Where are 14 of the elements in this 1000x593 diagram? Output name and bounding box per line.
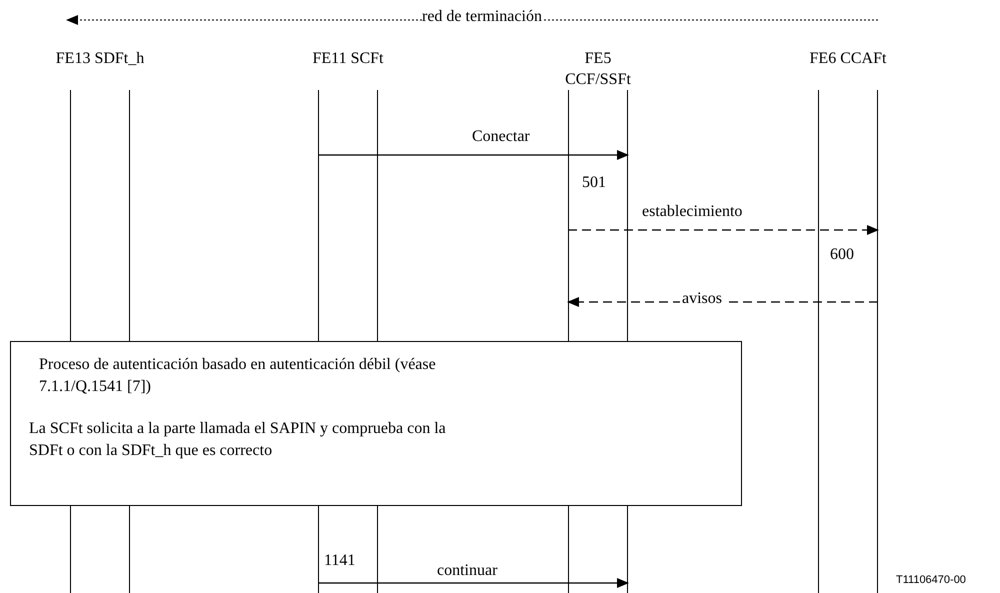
lifeline-header: FE11 SCFt — [312, 49, 384, 69]
step-number: 501 — [582, 174, 606, 192]
lifeline-header: FE5 CCF/SSFt — [564, 49, 632, 90]
arrow — [318, 150, 629, 160]
arrow — [318, 578, 629, 588]
lifeline-header: FE13 SDFt_h — [55, 49, 145, 69]
dashed-arrow — [568, 225, 879, 235]
figure-id: T11106470-00 — [896, 574, 966, 586]
lifeline-header: FE6 CCAFt — [808, 49, 888, 69]
box-text: Proceso de autenticación basado en autenticación débil (véase 7.1.1/Q.1541 [7]) — [39, 355, 437, 397]
process-box — [10, 341, 742, 506]
step-number: 1141 — [324, 552, 356, 570]
step-number: 600 — [830, 246, 854, 264]
box-text: La SCFt solicita a la parte llamada el SAPIN y comprueba con la SDFt o con la SDFt_h que es correcto — [29, 419, 447, 461]
